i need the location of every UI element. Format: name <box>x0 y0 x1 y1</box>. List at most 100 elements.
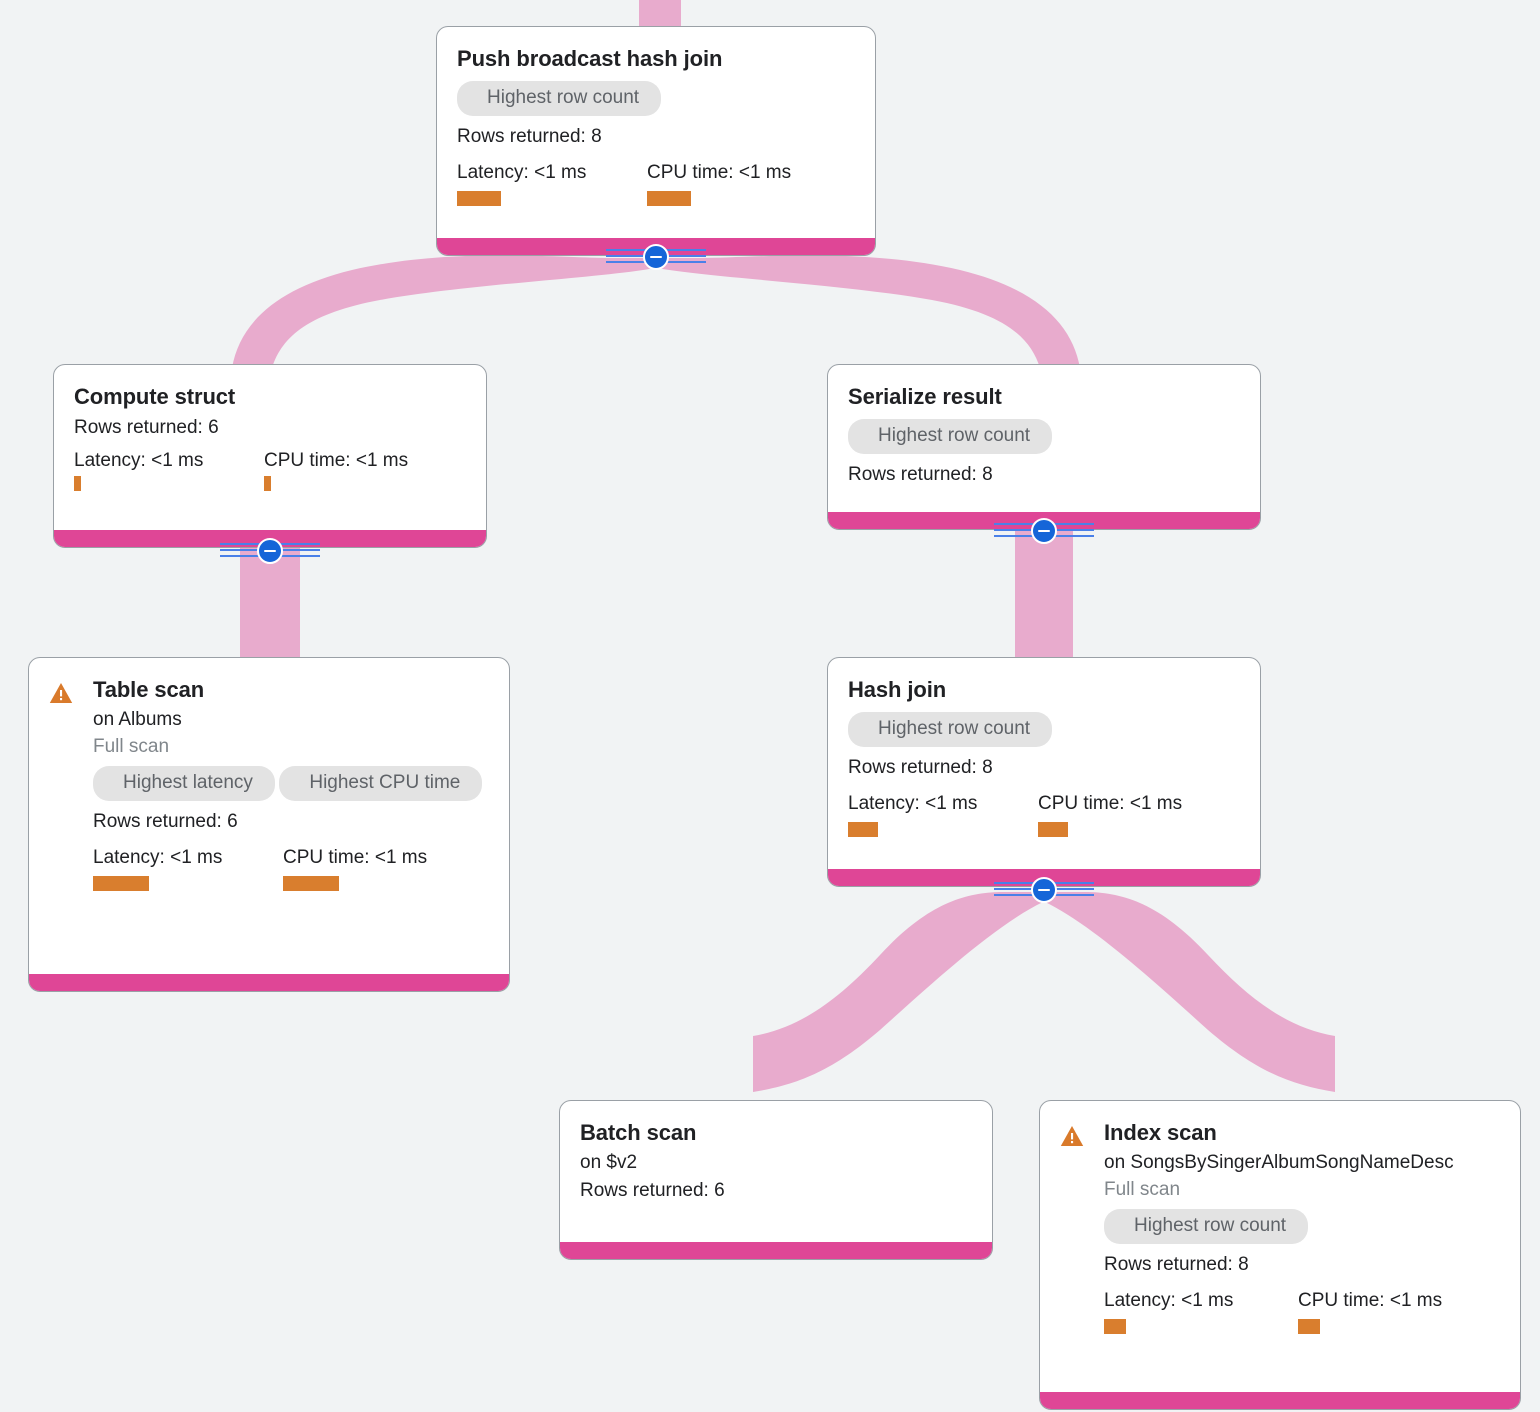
metric-cpu-time-label: CPU time: <1 ms <box>647 162 792 183</box>
node-body: Compute struct Rows returned: 6 Latency:… <box>54 365 486 530</box>
collapse-toggle-push-broadcast-hash-join[interactable] <box>606 243 706 271</box>
node-body: Batch scan on $v2 Rows returned: 6 <box>560 1101 992 1242</box>
metric-latency-label: Latency: <1 ms <box>457 162 587 183</box>
badge-highest-row-count: Highest row count <box>457 81 662 116</box>
metric-latency-label: Latency: <1 ms <box>848 793 978 814</box>
metric-cpu-time-label: CPU time: <1 ms <box>1298 1290 1443 1311</box>
plan-node-index-scan[interactable]: Index scan on SongsBySingerAlbumSongName… <box>1039 1100 1521 1410</box>
warning-column <box>49 676 93 704</box>
node-title: Push broadcast hash join <box>457 46 723 71</box>
metric-cpu-time: CPU time: <1 ms <box>1298 1290 1442 1334</box>
node-title: Hash join <box>848 677 947 702</box>
metric-latency: Latency: <1 ms <box>1104 1290 1298 1334</box>
metric-cpu-time: CPU time: <1 ms <box>264 450 408 491</box>
node-body: Table scan on Albums Full scan Highest l… <box>29 658 509 974</box>
node-title: Table scan <box>93 677 205 702</box>
metric-latency-label: Latency: <1 ms <box>74 450 204 471</box>
metric-latency-bar <box>74 476 81 491</box>
plan-node-compute-struct[interactable]: Compute struct Rows returned: 6 Latency:… <box>53 364 487 548</box>
badge-highest-row-count: Highest row count <box>1104 1209 1309 1244</box>
metric-cpu-time: CPU time: <1 ms <box>647 162 791 206</box>
metric-latency: Latency: <1 ms <box>74 450 264 491</box>
plan-node-table-scan[interactable]: Table scan on Albums Full scan Highest l… <box>28 657 510 992</box>
node-body: Hash join Highest row count Rows returne… <box>828 658 1260 869</box>
metric-latency-bar <box>93 876 149 891</box>
collapse-minus-icon[interactable] <box>643 244 669 270</box>
plan-node-hash-join[interactable]: Hash join Highest row count Rows returne… <box>827 657 1261 887</box>
node-subtitle: on $v2 <box>580 1152 638 1173</box>
node-scan-type: Full scan <box>93 736 170 757</box>
collapse-toggle-serialize-result[interactable] <box>994 517 1094 545</box>
node-title: Compute struct <box>74 384 236 409</box>
rows-returned: Rows returned: 6 <box>93 811 238 832</box>
collapse-toggle-hash-join[interactable] <box>994 876 1094 904</box>
metric-cpu-time: CPU time: <1 ms <box>1038 793 1182 837</box>
collapse-minus-icon[interactable] <box>1031 877 1057 903</box>
badge-highest-row-count: Highest row count <box>848 419 1053 454</box>
metric-latency-bar <box>848 822 878 837</box>
rows-returned: Rows returned: 8 <box>457 126 602 147</box>
rows-returned: Rows returned: 8 <box>1104 1254 1249 1275</box>
warning-triangle-icon <box>1060 1126 1084 1146</box>
badge-highest-cpu-time: Highest CPU time <box>279 766 483 801</box>
node-chips: Highest latency Highest CPU time <box>93 760 489 804</box>
rows-returned: Rows returned: 6 <box>580 1180 725 1201</box>
collapse-minus-icon[interactable] <box>1031 518 1057 544</box>
node-footer-bar <box>560 1242 992 1259</box>
metric-latency: Latency: <1 ms <box>93 847 283 891</box>
node-chips: Highest row count <box>848 413 1240 457</box>
edge-hash-to-index <box>1045 892 1335 1092</box>
node-title: Batch scan <box>580 1120 697 1145</box>
node-content: Index scan on SongsBySingerAlbumSongName… <box>1104 1119 1500 1334</box>
node-body: Serialize result Highest row count Rows … <box>828 365 1260 512</box>
node-chips: Highest row count <box>848 706 1240 750</box>
metric-cpu-time-bar <box>647 191 691 206</box>
warning-triangle-icon <box>49 683 73 703</box>
node-metrics: Latency: <1 ms CPU time: <1 ms <box>93 847 489 891</box>
node-content: Hash join Highest row count Rows returne… <box>848 676 1240 837</box>
node-chips: Highest row count <box>1104 1203 1500 1247</box>
node-title: Index scan <box>1104 1120 1217 1145</box>
metric-cpu-time-bar <box>1038 822 1068 837</box>
metric-cpu-time-label: CPU time: <1 ms <box>283 847 428 868</box>
edge-push-to-compute <box>232 255 655 368</box>
collapse-toggle-compute-struct[interactable] <box>220 537 320 565</box>
metric-latency: Latency: <1 ms <box>848 793 1038 837</box>
metric-cpu-time-bar <box>283 876 339 891</box>
metric-latency-bar <box>1104 1319 1126 1334</box>
node-content: Push broadcast hash join Highest row cou… <box>457 45 855 206</box>
plan-node-push-broadcast-hash-join[interactable]: Push broadcast hash join Highest row cou… <box>436 26 876 256</box>
metric-cpu-time-label: CPU time: <1 ms <box>264 450 409 471</box>
node-chips: Highest row count <box>457 75 855 119</box>
node-metrics: Latency: <1 ms CPU time: <1 ms <box>74 450 466 491</box>
node-title: Serialize result <box>848 384 1002 409</box>
collapse-minus-icon[interactable] <box>257 538 283 564</box>
rows-returned: Rows returned: 6 <box>74 417 219 438</box>
warning-column <box>1060 1119 1104 1147</box>
node-body: Index scan on SongsBySingerAlbumSongName… <box>1040 1101 1520 1392</box>
metric-latency: Latency: <1 ms <box>457 162 647 206</box>
metric-cpu-time: CPU time: <1 ms <box>283 847 427 891</box>
node-subtitle: on SongsBySingerAlbumSongNameDesc <box>1104 1152 1454 1173</box>
badge-highest-latency: Highest latency <box>93 766 275 801</box>
node-content: Table scan on Albums Full scan Highest l… <box>93 676 489 891</box>
node-footer-bar <box>29 974 509 991</box>
rows-returned: Rows returned: 8 <box>848 464 993 485</box>
node-metrics: Latency: <1 ms CPU time: <1 ms <box>1104 1290 1500 1334</box>
node-subtitle: on Albums <box>93 709 182 730</box>
plan-node-serialize-result[interactable]: Serialize result Highest row count Rows … <box>827 364 1261 530</box>
node-content: Compute struct Rows returned: 6 Latency:… <box>74 383 466 491</box>
metric-latency-label: Latency: <1 ms <box>1104 1290 1234 1311</box>
edge-push-to-serialize <box>657 255 1080 368</box>
node-metrics: Latency: <1 ms CPU time: <1 ms <box>848 793 1240 837</box>
plan-node-batch-scan[interactable]: Batch scan on $v2 Rows returned: 6 <box>559 1100 993 1260</box>
badge-highest-row-count: Highest row count <box>848 712 1053 747</box>
metric-cpu-time-bar <box>1298 1319 1320 1334</box>
edge-hash-to-batch <box>753 892 1043 1092</box>
metric-latency-bar <box>457 191 501 206</box>
node-body: Push broadcast hash join Highest row cou… <box>437 27 875 238</box>
metric-cpu-time-bar <box>264 476 271 491</box>
rows-returned: Rows returned: 8 <box>848 757 993 778</box>
node-footer-bar <box>1040 1392 1520 1409</box>
